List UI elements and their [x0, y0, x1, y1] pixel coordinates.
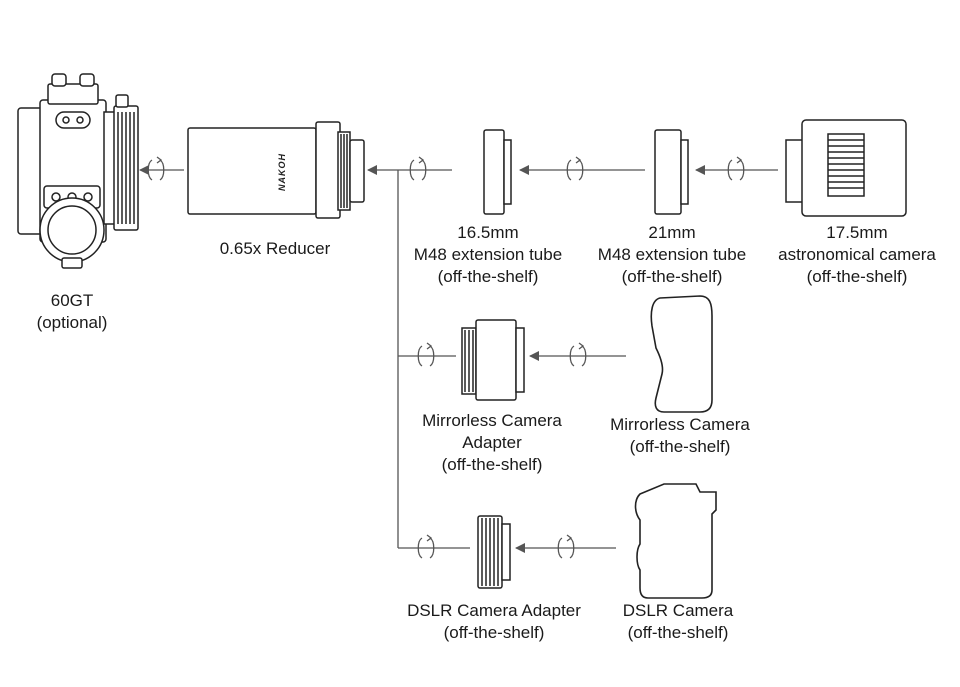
label-mirrorless-camera-name: Mirrorless Camera — [610, 415, 750, 434]
dslr-camera — [634, 483, 717, 599]
label-dslr-adapter: DSLR Camera Adapter (off-the-shelf) — [394, 600, 594, 644]
label-reducer-name: 0.65x Reducer — [219, 239, 331, 258]
label-reducer: 0.65x Reducer — [195, 238, 355, 260]
label-dslr-adapter-name: DSLR Camera Adapter — [407, 601, 581, 620]
astronomical-camera — [785, 119, 907, 217]
label-mirrorless-adapter-name-2: Adapter — [462, 433, 522, 452]
extension-tube-21mm — [654, 129, 689, 215]
label-60gt-note: (optional) — [36, 313, 108, 332]
label-tube-16-size: 16.5mm — [457, 223, 519, 242]
label-mirrorless-adapter-name-1: Mirrorless Camera — [422, 411, 562, 430]
label-tube-21: 21mm M48 extension tube (off-the-shelf) — [582, 222, 762, 288]
dslr-adapter — [477, 515, 511, 589]
label-60gt-name: 60GT — [50, 291, 94, 310]
label-astro-camera-size: 17.5mm — [826, 223, 888, 242]
label-tube-21-name: M48 extension tube — [597, 245, 747, 264]
label-astro-camera-note: (off-the-shelf) — [806, 267, 908, 286]
label-tube-16-note: (off-the-shelf) — [437, 267, 539, 286]
label-60gt: 60GT (optional) — [18, 290, 126, 334]
label-dslr-camera-note: (off-the-shelf) — [627, 623, 729, 642]
label-astro-camera: 17.5mm astronomical camera (off-the-shel… — [762, 222, 952, 288]
label-dslr-adapter-note: (off-the-shelf) — [443, 623, 545, 642]
label-tube-21-size: 21mm — [648, 223, 696, 242]
label-mirrorless-adapter-note: (off-the-shelf) — [441, 455, 543, 474]
label-mirrorless-camera: Mirrorless Camera (off-the-shelf) — [598, 414, 762, 458]
label-astro-camera-name: astronomical camera — [778, 245, 936, 264]
label-tube-16: 16.5mm M48 extension tube (off-the-shelf… — [398, 222, 578, 288]
label-tube-16-name: M48 extension tube — [413, 245, 563, 264]
connectors — [139, 165, 778, 553]
extension-tube-16-5mm — [483, 129, 512, 215]
label-dslr-camera: DSLR Camera (off-the-shelf) — [606, 600, 750, 644]
reducer-brand-text: NAKOH — [277, 153, 287, 191]
label-tube-21-note: (off-the-shelf) — [621, 267, 723, 286]
mirrorless-adapter — [461, 319, 525, 401]
mirrorless-camera — [650, 295, 713, 413]
telescope-60gt — [17, 73, 139, 269]
label-mirrorless-adapter: Mirrorless Camera Adapter (off-the-shelf… — [408, 410, 576, 476]
label-mirrorless-camera-note: (off-the-shelf) — [629, 437, 731, 456]
reducer — [187, 121, 365, 219]
label-dslr-camera-name: DSLR Camera — [622, 601, 734, 620]
